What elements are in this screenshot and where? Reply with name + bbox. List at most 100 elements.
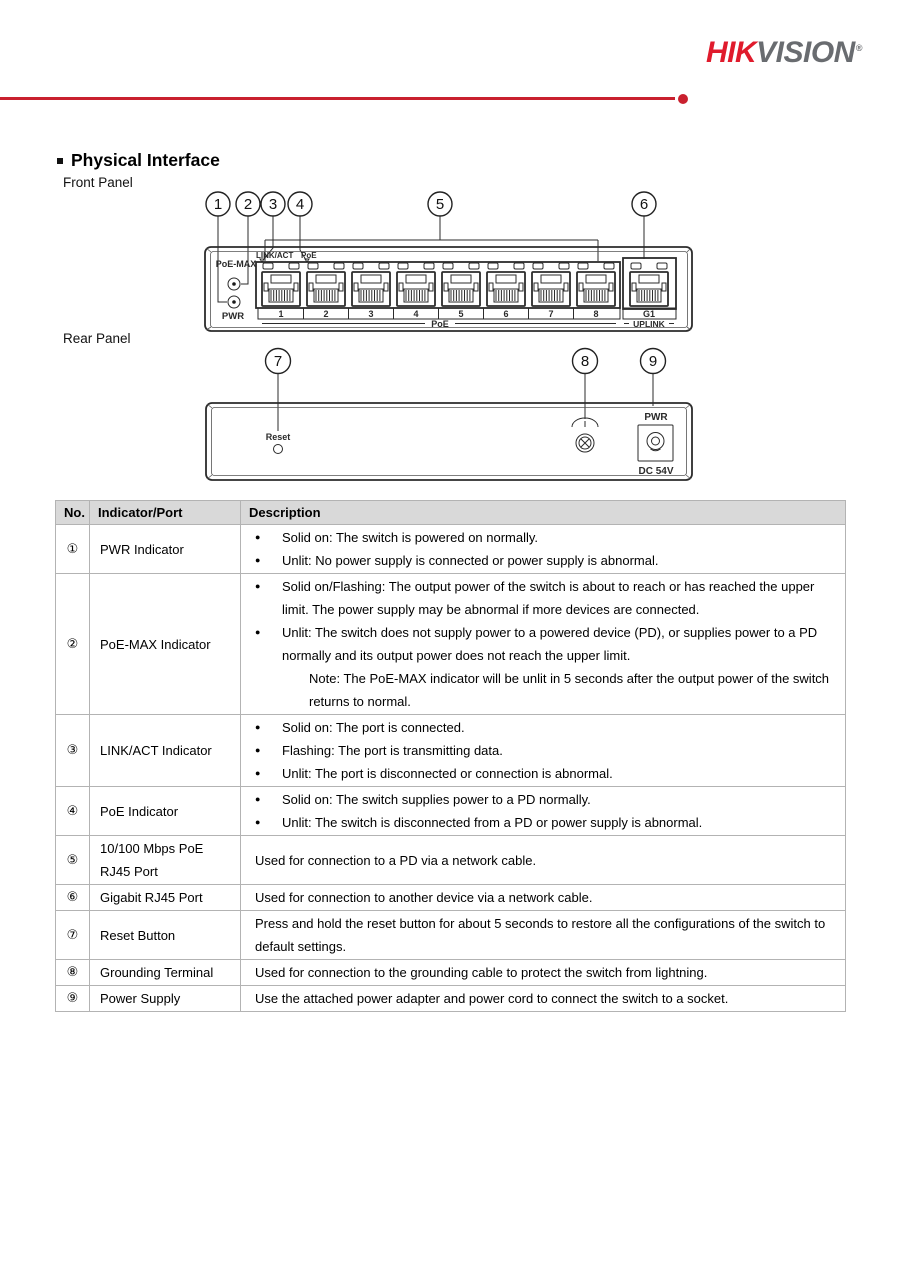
bullet-icon: ● (255, 794, 261, 804)
col-header-description: Description (240, 500, 846, 525)
desc-line: ●Solid on: The switch supplies power to … (255, 788, 839, 811)
svg-text:4: 4 (296, 196, 304, 213)
rj45-port-2 (306, 262, 346, 307)
row-number: ③ (55, 714, 90, 787)
port-number-8: 8 (593, 309, 598, 319)
bullet-icon: ● (255, 581, 261, 591)
rj45-port-8 (576, 262, 616, 307)
svg-text:6: 6 (640, 196, 648, 213)
bullet-icon: ● (255, 745, 261, 755)
rj45-port-uplink (629, 262, 669, 307)
front-callout-3: 3 (260, 191, 286, 260)
row-number: ⑨ (55, 985, 90, 1012)
col-header-no: No. (55, 500, 90, 525)
pwr-label: PWR (222, 311, 244, 322)
desc-line: ●Solid on: The switch is powered on norm… (255, 526, 839, 549)
poe-max-led-icon (227, 277, 241, 291)
desc-line: ●Unlit: The port is disconnected or conn… (255, 762, 839, 785)
svg-text:1: 1 (214, 196, 222, 213)
front-panel-label: Front Panel (63, 175, 133, 190)
rear-callout-8: 8 (571, 347, 599, 419)
power-jack-icon (637, 424, 674, 462)
reset-button-icon (273, 444, 283, 454)
svg-text:7: 7 (274, 353, 282, 370)
row-number: ④ (55, 786, 90, 836)
front-callout-5: 5 (264, 191, 599, 261)
rear-panel-diagram: 7 8 9 Reset PWR (205, 347, 693, 481)
port-number-7: 7 (548, 309, 553, 319)
section-heading: Physical Interface (57, 150, 220, 171)
table-row: ① PWR Indicator ●Solid on: The switch is… (55, 524, 846, 574)
desc-line: Used for connection to a PD via a networ… (255, 852, 537, 868)
desc-line: ●Unlit: The switch does not supply power… (255, 621, 839, 667)
bullet-icon: ● (255, 532, 261, 542)
front-panel-diagram: 1 2 3 4 5 6 (204, 191, 693, 332)
svg-text:2: 2 (244, 196, 252, 213)
desc-line: Use the attached power adapter and power… (255, 991, 729, 1006)
port-number-5: 5 (458, 309, 463, 319)
row-name: PoE Indicator (89, 786, 241, 836)
registered-mark-icon: ® (855, 43, 863, 53)
row-name: LINK/ACT Indicator (89, 714, 241, 787)
link-act-pointer-icon (259, 258, 265, 263)
rear-callout-9: 9 (639, 347, 667, 406)
rj45-port-6 (486, 262, 526, 307)
rear-pwr-label: PWR (644, 412, 668, 423)
rear-panel-label: Rear Panel (63, 331, 131, 346)
desc-line: ●Solid on/Flashing: The output power of … (255, 575, 839, 621)
rj45-port-4 (396, 262, 436, 307)
svg-text:9: 9 (649, 353, 657, 370)
col-header-indicator-port: Indicator/Port (89, 500, 241, 525)
desc-line: ●Flashing: The port is transmitting data… (255, 739, 839, 762)
desc-line: ●Unlit: No power supply is connected or … (255, 549, 839, 572)
table-header-row: No. Indicator/Port Description (55, 500, 846, 525)
desc-note-line: Note: The PoE-MAX indicator will be unli… (309, 671, 830, 709)
port-number-2: 2 (323, 309, 328, 319)
pwr-led-icon (227, 295, 241, 309)
port-number-1: 1 (278, 309, 283, 319)
section-bullet-icon (57, 157, 63, 164)
row-name: PoE-MAX Indicator (89, 573, 241, 715)
bullet-icon: ● (255, 817, 261, 827)
desc-line: Used for connection to another device vi… (255, 890, 593, 905)
link-act-label: LINK/ACT (256, 251, 293, 260)
desc-line: ●Unlit: The switch is disconnected from … (255, 811, 839, 834)
row-name: Gigabit RJ45 Port (89, 884, 241, 911)
table-row: ② PoE-MAX Indicator ●Solid on/Flashing: … (55, 573, 846, 715)
uplink-port-block (622, 257, 677, 310)
table-row: ⑤ 10/100 Mbps PoE RJ45 Port Used for con… (55, 835, 846, 885)
front-callout-1: 1 (205, 191, 231, 303)
port-number-4: 4 (413, 309, 418, 319)
row-number: ⑧ (55, 959, 90, 986)
bullet-icon: ● (255, 627, 261, 637)
row-name: Grounding Terminal (89, 959, 241, 986)
desc-line: ●Solid on: The port is connected. (255, 716, 839, 739)
row-number: ⑤ (55, 835, 90, 885)
front-callout-6: 6 (631, 191, 657, 259)
bullet-icon: ● (255, 768, 261, 778)
row-number: ⑥ (55, 884, 90, 911)
logo-hik-text: HIK (705, 36, 757, 69)
poe-group-label: PoE (431, 319, 449, 329)
poe-led-label: PoE (301, 251, 317, 260)
grounding-terminal-icon (571, 417, 599, 453)
row-name: Power Supply (89, 985, 241, 1012)
front-callout-4: 4 (287, 191, 313, 261)
rear-callout-7: 7 (264, 347, 292, 431)
row-name: Reset Button (89, 910, 241, 960)
indicator-port-table: No. Indicator/Port Description ① PWR Ind… (55, 500, 846, 1012)
hikvision-logo: HIKVISION® (705, 36, 863, 70)
rj45-port-1 (261, 262, 301, 307)
svg-text:3: 3 (269, 196, 277, 213)
table-row: ⑥ Gigabit RJ45 Port Used for connection … (55, 884, 846, 911)
row-number: ⑦ (55, 910, 90, 960)
poe-pointer-icon (304, 258, 310, 263)
table-row: ④ PoE Indicator ●Solid on: The switch su… (55, 786, 846, 836)
svg-text:8: 8 (581, 353, 589, 370)
desc-line: Used for connection to the grounding cab… (255, 965, 708, 980)
row-name: 10/100 Mbps PoE RJ45 Port (89, 835, 241, 885)
rj45-port-7 (531, 262, 571, 307)
port-number-3: 3 (368, 309, 373, 319)
bullet-icon: ● (255, 722, 261, 732)
